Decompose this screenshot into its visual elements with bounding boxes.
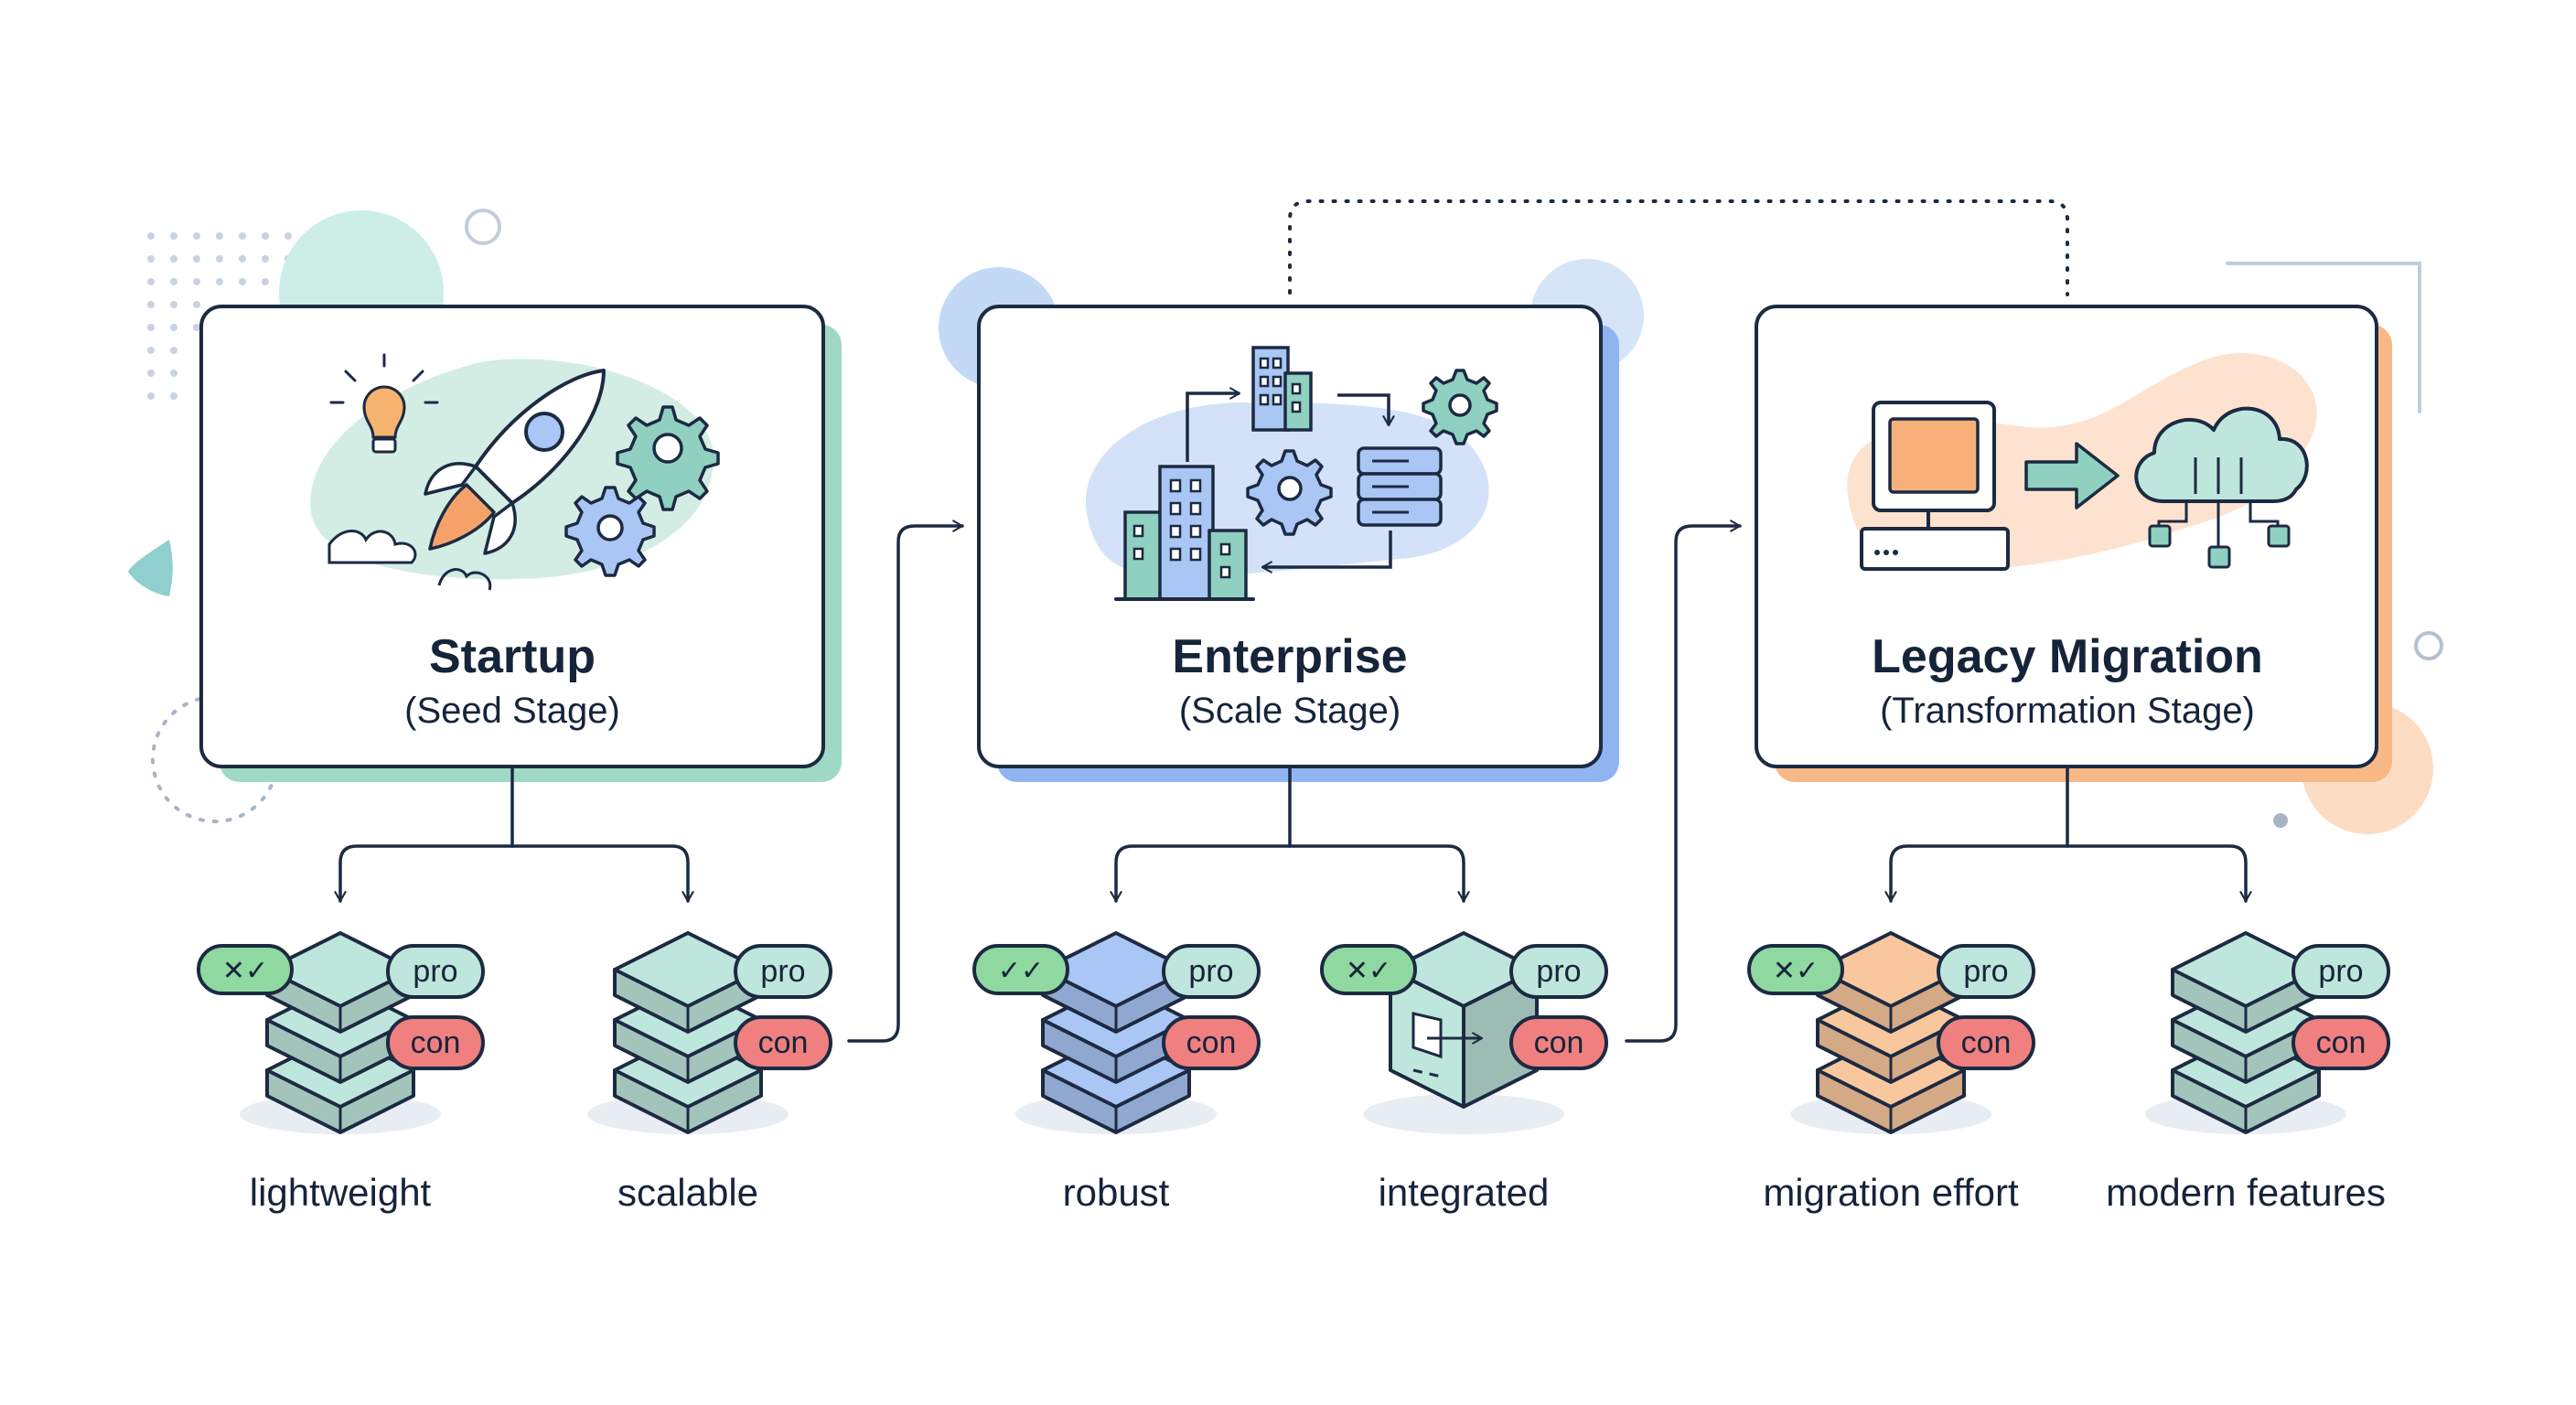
cube-dash [1412, 1068, 1446, 1079]
pro-label: pro [1188, 954, 1233, 989]
bracket-decoration [2226, 262, 2421, 413]
stage-title: Enterprise [1172, 630, 1407, 683]
pro-label: pro [760, 954, 805, 989]
pro-label: pro [2318, 954, 2363, 989]
rocket-icon [310, 353, 720, 591]
teal-leaf-decoration [128, 540, 173, 596]
ring-decoration [2414, 631, 2443, 660]
option-label: integrated [1379, 1171, 1550, 1214]
check-badge: ✕✓ [1320, 944, 1417, 995]
stage-card-legacy-migration[interactable]: Legacy Migration (Transformation Stage) [1755, 305, 2392, 782]
con-badge: con [386, 1015, 485, 1070]
option-modern-features[interactable]: pro con modern features [2106, 931, 2390, 1214]
stage-title: Startup [429, 630, 596, 683]
con-label: con [1961, 1025, 2012, 1060]
dot-decoration [2273, 813, 2288, 828]
split-arrow-legacy [2066, 844, 2252, 903]
pro-badge: pro [1509, 944, 1608, 999]
stack-layer [2171, 931, 2321, 1034]
pro-label: pro [413, 954, 457, 989]
con-badge: con [1937, 1015, 2035, 1070]
split-arrow-startup [334, 844, 514, 903]
connectors [334, 520, 2252, 1043]
option-integrated[interactable]: ✕✓ pro con integrated [1320, 931, 1608, 1214]
stage-title: Legacy Migration [1872, 630, 2263, 683]
con-badge: con [1509, 1015, 1608, 1070]
con-badge: con [734, 1015, 832, 1070]
cloud-migration-icon [1847, 353, 2317, 571]
check-badge: ✓✓ [972, 944, 1069, 995]
building-icon [1085, 346, 1498, 601]
option-label: lightweight [250, 1171, 432, 1214]
option-scalable[interactable]: pro con scalable [587, 931, 832, 1214]
option-migration-effort[interactable]: ✕✓ pro con migration effort [1747, 931, 2035, 1214]
stack-layer [265, 931, 415, 1034]
con-label: con [1186, 1025, 1237, 1060]
check-marks: ✕✓ [222, 955, 268, 987]
split-arrow-enterprise [1110, 844, 1292, 903]
pro-label: pro [1963, 954, 2008, 989]
split-arrow-enterprise [1288, 844, 1470, 903]
check-marks: ✕✓ [1346, 955, 1391, 987]
con-badge: con [1162, 1015, 1261, 1070]
option-lightweight[interactable]: ✕✓ pro con lightweight [197, 931, 485, 1214]
options-layer: ✕✓ pro con lightweight pro con scalable ✓✓ pro co… [197, 931, 2390, 1214]
pro-badge: pro [1162, 944, 1261, 999]
pro-badge: pro [1937, 944, 2035, 999]
dotted-link-arc [1288, 199, 2069, 296]
option-label: robust [1063, 1171, 1170, 1214]
check-marks: ✓✓ [998, 955, 1044, 987]
pro-badge: pro [386, 944, 485, 999]
check-marks: ✕✓ [1773, 955, 1819, 987]
flow-arrow-startup-to-enterprise [847, 520, 964, 1043]
stage-subtitle: (Scale Stage) [1179, 691, 1401, 731]
con-label: con [2316, 1025, 2367, 1060]
pro-badge: pro [2292, 944, 2390, 999]
split-arrow-legacy [1884, 844, 2069, 903]
stage-card-startup[interactable]: Startup (Seed Stage) [199, 305, 842, 782]
stack-layer [613, 931, 763, 1034]
con-label: con [1534, 1025, 1584, 1060]
stage-subtitle: (Seed Stage) [404, 691, 620, 731]
con-badge: con [2292, 1015, 2390, 1070]
ring-decoration [465, 209, 501, 245]
stage-subtitle: (Transformation Stage) [1880, 691, 2255, 731]
option-label: scalable [617, 1171, 758, 1214]
check-badge: ✕✓ [1747, 944, 1844, 995]
option-label: migration effort [1763, 1171, 2019, 1214]
flow-arrow-enterprise-to-legacy [1625, 520, 1742, 1043]
option-robust[interactable]: ✓✓ pro con robust [972, 931, 1261, 1214]
stack-layer [1816, 931, 1966, 1034]
stage-card-enterprise[interactable]: Enterprise (Scale Stage) [977, 305, 1619, 782]
con-label: con [758, 1025, 809, 1060]
check-badge: ✕✓ [197, 944, 294, 995]
option-label: modern features [2106, 1171, 2386, 1214]
stack-shadow [1363, 1094, 1564, 1134]
pro-label: pro [1536, 954, 1581, 989]
split-arrow-startup [510, 844, 694, 903]
cube-panel [1411, 1012, 1443, 1059]
pro-badge: pro [734, 944, 832, 999]
con-label: con [411, 1025, 461, 1060]
